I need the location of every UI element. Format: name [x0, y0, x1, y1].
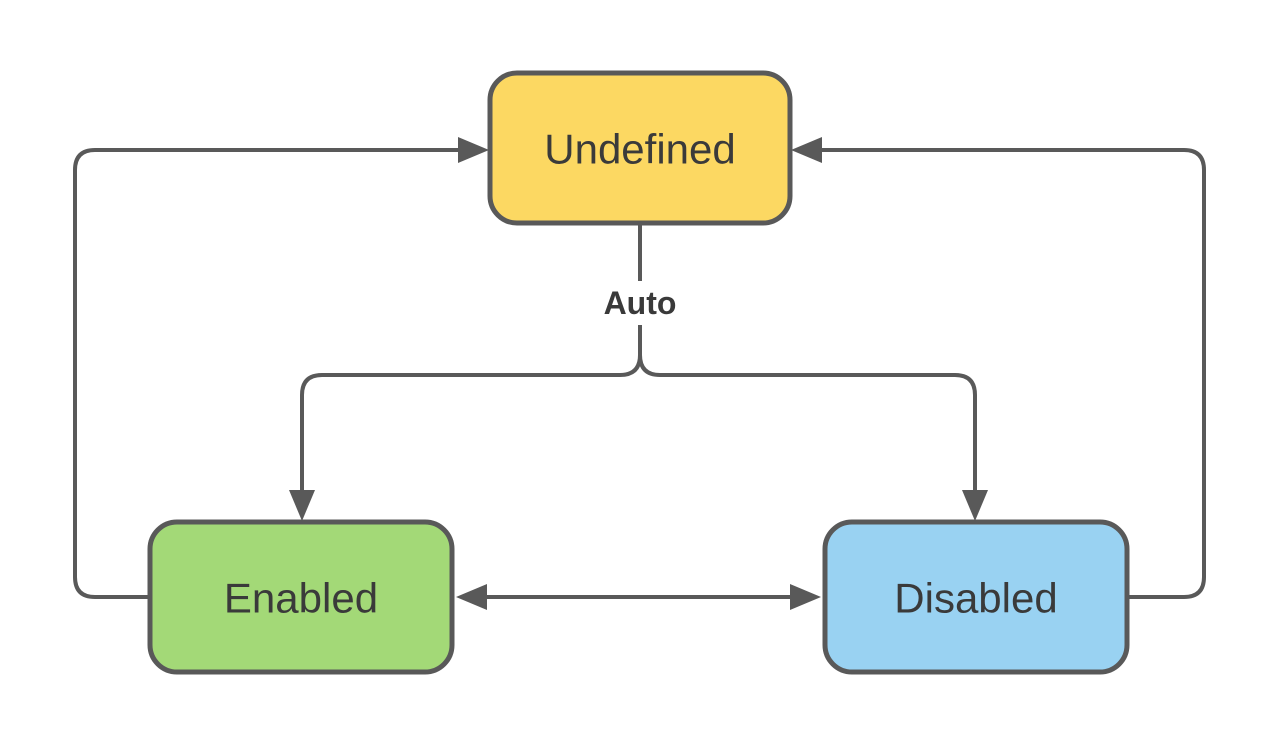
- nodes: [147, 70, 1130, 675]
- arrowhead-into-enabled-top: [289, 490, 315, 521]
- node-undefined-label: Undefined: [544, 126, 735, 173]
- node-enabled: [147, 519, 455, 675]
- edge-auto-label: Auto: [604, 285, 677, 321]
- node-disabled-label: Disabled: [894, 575, 1057, 622]
- edge-lines: [73, 148, 1206, 599]
- arrowhead-into-disabled-top: [962, 490, 988, 521]
- arrowhead-into-disabled-left: [790, 584, 821, 610]
- labels: Undefined Enabled Disabled Auto: [224, 126, 1058, 622]
- edge-enabled-to-undefined: [73, 148, 459, 599]
- arrowhead-into-enabled-right: [456, 584, 487, 610]
- edge-label-background: [596, 281, 684, 325]
- edge-disabled-to-undefined: [821, 148, 1206, 599]
- edge-undefined-to-disabled: [638, 223, 977, 492]
- edge-undefined-to-enabled: [300, 223, 642, 492]
- node-disabled: [822, 519, 1130, 675]
- arrowhead-into-undefined-left: [458, 137, 489, 163]
- arrowhead-into-undefined-right: [791, 137, 822, 163]
- arrowheads: [289, 137, 988, 610]
- node-enabled-label: Enabled: [224, 575, 378, 622]
- node-undefined: [487, 70, 793, 226]
